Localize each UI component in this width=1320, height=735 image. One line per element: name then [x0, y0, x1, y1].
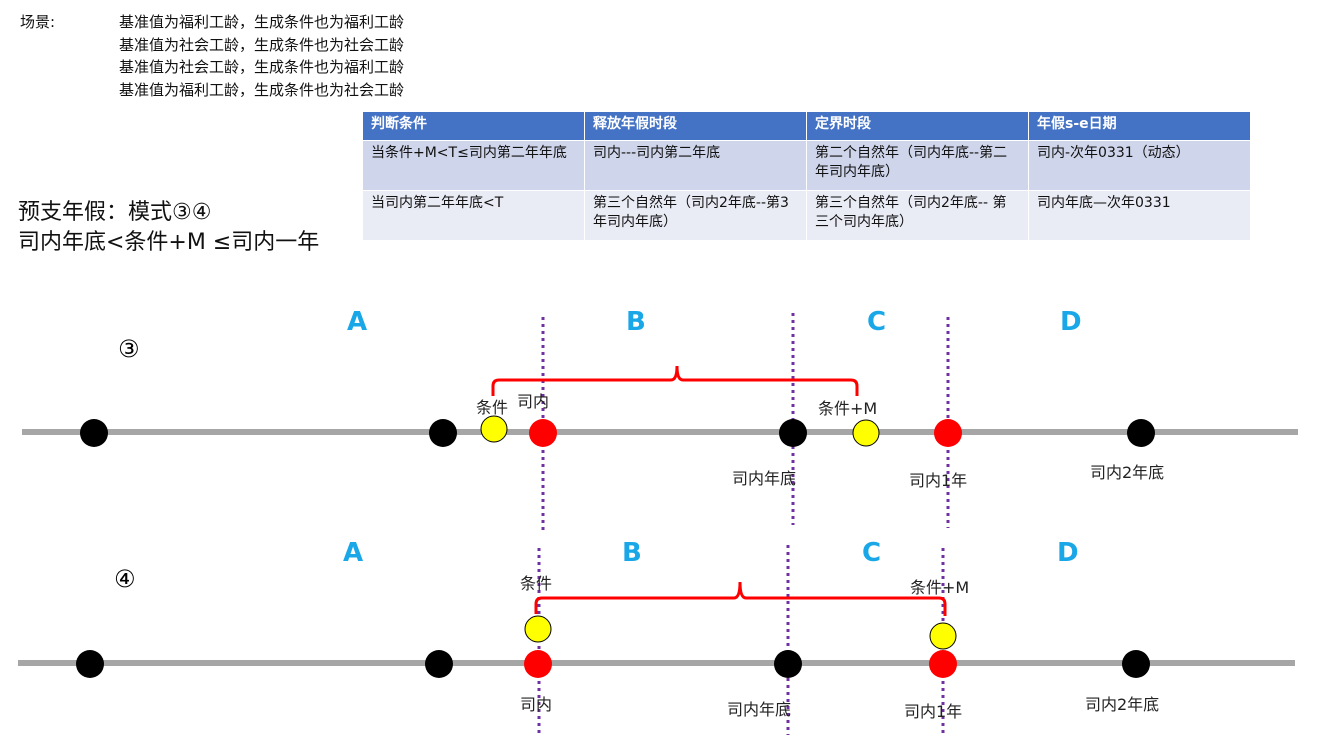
segment-letter: D	[1057, 538, 1079, 568]
table-cell: 第三个自然年（司内2年底--第3年司内年底）	[584, 190, 807, 241]
mode-mark: ③	[118, 335, 140, 363]
mode-title: 预支年假：模式③④	[18, 200, 212, 225]
segment-letter: C	[862, 538, 881, 568]
table-cell: 司内年底—次年0331	[1028, 190, 1251, 241]
condition-m-dot	[852, 419, 880, 447]
label-one-year: 司内1年	[904, 702, 962, 721]
timeline-dot	[425, 650, 453, 678]
diagram-3: ③ A B C D 条件 司内 条件+M 司内年底 司内1年 司内2年底	[22, 307, 1298, 530]
scenario-label: 场景:	[20, 13, 56, 31]
timeline-dot	[76, 650, 104, 678]
segment-letter: A	[347, 307, 367, 337]
year-end-dot	[774, 650, 802, 678]
condition-dot	[524, 615, 552, 643]
two-year-end-dot	[1122, 650, 1150, 678]
label-condition-m: 条件+M	[910, 578, 969, 597]
label-join: 司内	[517, 392, 549, 411]
timeline-dot	[80, 419, 108, 447]
two-year-end-dot	[1127, 419, 1155, 447]
table-row: 当条件+M<T≤司内第二年年底 司内---司内第二年底 第二个自然年（司内年底-…	[362, 140, 1251, 191]
range-brace	[491, 365, 859, 396]
label-condition: 条件	[476, 398, 508, 417]
label-join: 司内	[520, 695, 552, 714]
one-year-dot	[934, 419, 962, 447]
segment-letter: C	[867, 307, 886, 337]
one-year-dot	[929, 650, 957, 678]
condition-dot	[480, 415, 508, 443]
label-year-end: 司内年底	[732, 469, 796, 488]
year-end-dot	[779, 419, 807, 447]
rule-table: 判断条件 释放年假时段 定界时段 年假s-e日期 当条件+M<T≤司内第二年年底…	[362, 111, 1251, 241]
scenario-line: 基准值为福利工龄，生成条件也为福利工龄	[119, 13, 405, 31]
label-condition-m: 条件+M	[818, 399, 877, 418]
segment-letter: A	[343, 538, 363, 568]
mode-block: 预支年假：模式③④ 司内年底<条件+M ≤司内一年	[18, 198, 348, 258]
scenario-line: 基准值为社会工龄，生成条件也为福利工龄	[119, 58, 405, 76]
join-dot	[524, 650, 552, 678]
mode-mark: ④	[114, 565, 136, 593]
label-two-year-end: 司内2年底	[1090, 463, 1164, 482]
condition-m-dot	[929, 622, 957, 650]
mode-condition: 司内年底<条件+M ≤司内一年	[18, 230, 320, 255]
label-two-year-end: 司内2年底	[1085, 695, 1159, 714]
table-row: 当司内第二年年底<T 第三个自然年（司内2年底--第3年司内年底） 第三个自然年…	[362, 190, 1251, 241]
header-cell: 释放年假时段	[584, 111, 807, 141]
segment-letter: D	[1060, 307, 1082, 337]
header-cell: 年假s-e日期	[1028, 111, 1251, 141]
label-one-year: 司内1年	[909, 471, 967, 490]
join-dot	[529, 419, 557, 447]
label-condition: 条件	[520, 574, 552, 593]
header-cell: 判断条件	[362, 111, 585, 141]
range-brace	[534, 581, 947, 616]
diagram-4: ④ A B C D 条件 条件+M 司内 司内年底 司内1年 司内2年底	[18, 538, 1295, 735]
scenario-line: 基准值为福利工龄，生成条件也为社会工龄	[119, 80, 405, 99]
label-year-end: 司内年底	[727, 700, 791, 719]
timeline-dot	[429, 419, 457, 447]
table-cell: 第三个自然年（司内2年底-- 第三个司内年底）	[806, 190, 1029, 241]
table-cell: 当司内第二年年底<T	[362, 190, 585, 241]
table-header-row: 判断条件 释放年假时段 定界时段 年假s-e日期	[362, 111, 1251, 141]
table-cell: 当条件+M<T≤司内第二年年底	[362, 140, 585, 191]
table-cell: 第二个自然年（司内年底--第二年司内年底）	[806, 140, 1029, 191]
segment-letter: B	[626, 307, 646, 337]
segment-letter: B	[622, 538, 642, 568]
table-cell: 司内---司内第二年底	[584, 140, 807, 191]
scenario-line: 基准值为社会工龄，生成条件也为社会工龄	[119, 35, 405, 54]
scenario-list: 基准值为福利工龄，生成条件也为福利工龄 基准值为社会工龄，生成条件也为社会工龄 …	[119, 11, 404, 101]
